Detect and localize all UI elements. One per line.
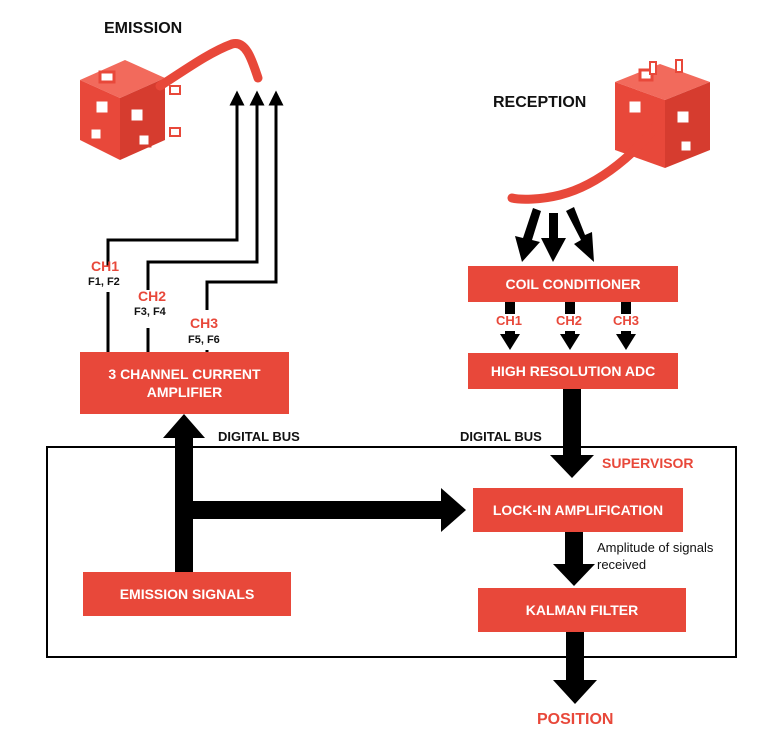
digital-bus-left-label: DIGITAL BUS <box>218 429 300 444</box>
amplitude-note: Amplitude of signals received <box>597 540 714 572</box>
adc-to-lockin-arrow <box>550 389 594 478</box>
emission-ch3-label: CH3 <box>190 315 219 331</box>
reception-arrows <box>515 207 594 262</box>
kalman-box: KALMAN FILTER <box>478 588 686 632</box>
reception-ch3-label: CH3 <box>613 313 640 328</box>
adc-box: HIGH RESOLUTION ADC <box>468 353 678 389</box>
emission-ch2-label: CH2 <box>138 288 167 304</box>
emission-signals-box: EMISSION SIGNALS <box>83 572 291 616</box>
reception-coil-icon <box>507 59 710 204</box>
emission-ch2-freqs: F3, F4 <box>134 306 166 318</box>
emission-coil-icon <box>80 39 263 160</box>
emission-ch3-freqs: F5, F6 <box>188 334 220 346</box>
digital-bus-right-label: DIGITAL BUS <box>460 429 542 444</box>
emission-ch1-label: CH1 <box>91 258 120 274</box>
reception-ch1-label: CH1 <box>496 313 523 328</box>
emission-wires <box>106 90 284 352</box>
emission-signals-arrows <box>163 414 466 572</box>
lockin-to-kalman-arrow <box>553 532 595 586</box>
emission-ch1-freqs: F1, F2 <box>88 276 120 288</box>
amplifier-label: 3 CHANNEL CURRENT AMPLIFIER <box>108 366 261 400</box>
coil-conditioner-box: COIL CONDITIONER <box>468 266 678 302</box>
amplifier-box: 3 CHANNEL CURRENT AMPLIFIER <box>80 352 289 414</box>
kalman-to-position-arrow <box>553 632 597 704</box>
emission-title: EMISSION <box>104 20 183 37</box>
position-label: POSITION <box>537 711 614 728</box>
reception-ch2-label: CH2 <box>556 313 583 328</box>
supervisor-label: SUPERVISOR <box>602 455 694 471</box>
kalman-label: KALMAN FILTER <box>525 602 639 618</box>
supervisor-frame <box>46 446 737 658</box>
reception-title: RECEPTION <box>493 94 587 111</box>
lockin-label: LOCK-IN AMPLIFICATION <box>492 502 664 518</box>
adc-label: HIGH RESOLUTION ADC <box>490 363 656 379</box>
coil-conditioner-label: COIL CONDITIONER <box>505 276 641 292</box>
conditioner-to-adc-arrows <box>500 302 636 350</box>
emission-signals-label: EMISSION SIGNALS <box>119 586 255 602</box>
lockin-box: LOCK-IN AMPLIFICATION <box>473 488 683 532</box>
